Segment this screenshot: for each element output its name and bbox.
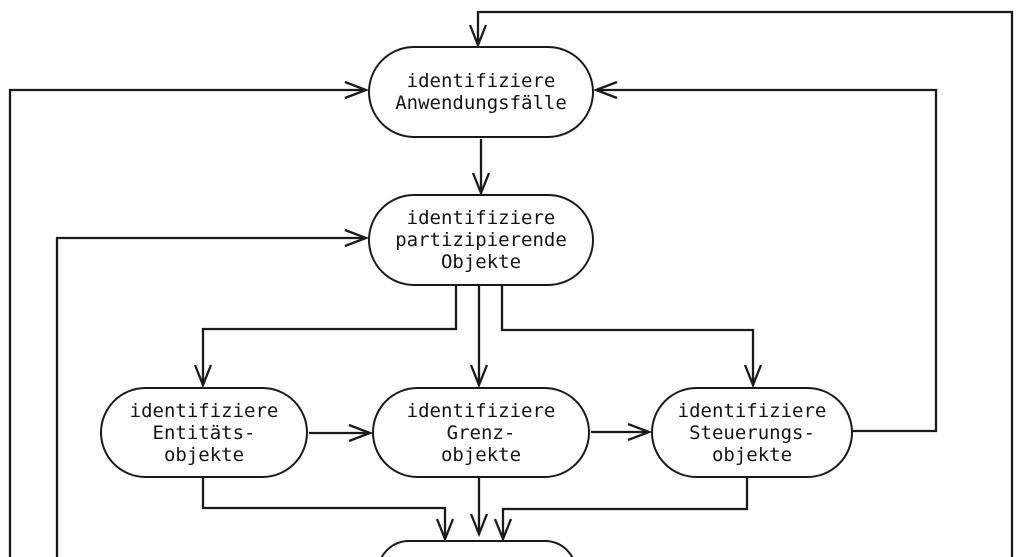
node-label-line: objekte <box>711 443 793 466</box>
arrowhead-right-icon <box>348 423 374 443</box>
arrowhead-down-icon <box>493 518 513 543</box>
arrowhead-down-icon <box>193 364 213 389</box>
node-label-line: identifiziere <box>406 399 556 422</box>
arrowhead-right-icon <box>627 422 653 442</box>
connector-bottomloop-to-anwendungsfaelle-top <box>468 10 1014 557</box>
arrowhead-down-icon <box>471 172 491 197</box>
node-label-line: identifiziere <box>129 399 279 422</box>
node-label-line: identifiziere <box>677 399 827 422</box>
node-label-line: partizipierende <box>395 229 567 251</box>
connector-anwendungsfaelle-to-partizipierende <box>471 139 491 197</box>
arrowhead-down-icon <box>469 513 489 538</box>
arrowhead-right-icon <box>344 228 370 248</box>
node-label-line: Steuerungs- <box>689 421 815 444</box>
arrowhead-down-icon <box>743 364 763 389</box>
node-label-line: Anwendungsfälle <box>395 92 567 114</box>
connector-grenz-to-bottom <box>469 478 489 538</box>
node-identifiziere-anwendungsfaelle: identifiziere Anwendungsfälle <box>368 46 594 138</box>
arrowhead-down-icon <box>469 364 489 389</box>
arrowhead-left-icon <box>592 80 618 100</box>
node-identifiziere-entitaetsobjekte: identifiziere Entitäts- objekte <box>100 387 308 478</box>
node-label-line: objekte <box>440 443 522 466</box>
connector-entitaets-to-grenz <box>309 423 374 443</box>
connector-grenz-to-steuerung <box>591 422 653 442</box>
node-label-line: objekte <box>163 443 245 466</box>
connector-leftloop-to-partizipierende <box>55 228 370 557</box>
connector-leftloop-to-anwendungsfaelle <box>8 80 370 557</box>
connector-partizipierende-to-entitaets <box>193 286 458 389</box>
node-bottom-partial <box>377 540 577 557</box>
connector-steuerung-to-bottom <box>493 478 749 543</box>
node-identifiziere-steuerungsobjekte: identifiziere Steuerungs- objekte <box>651 387 853 478</box>
node-identifiziere-grenzobjekte: identifiziere Grenz- objekte <box>372 387 590 478</box>
connector-entitaets-to-bottom <box>201 478 455 543</box>
arrowhead-down-icon <box>468 24 488 49</box>
node-label-line: Grenz- <box>446 421 516 444</box>
connector-partizipierende-to-grenz <box>469 286 489 389</box>
node-label-line: Entitäts- <box>152 421 256 444</box>
node-label-line: identifiziere <box>406 207 556 229</box>
arrowhead-down-icon <box>435 518 455 543</box>
arrowhead-right-icon <box>344 80 370 100</box>
node-identifiziere-partizipierende-objekte: identifiziere partizipierende Objekte <box>368 194 594 286</box>
node-label-line: identifiziere <box>406 70 556 92</box>
connector-steuerung-to-anwendungsfaelle <box>592 80 938 433</box>
connector-partizipierende-to-steuerung <box>500 286 763 389</box>
node-label-line: Objekte <box>440 251 522 273</box>
